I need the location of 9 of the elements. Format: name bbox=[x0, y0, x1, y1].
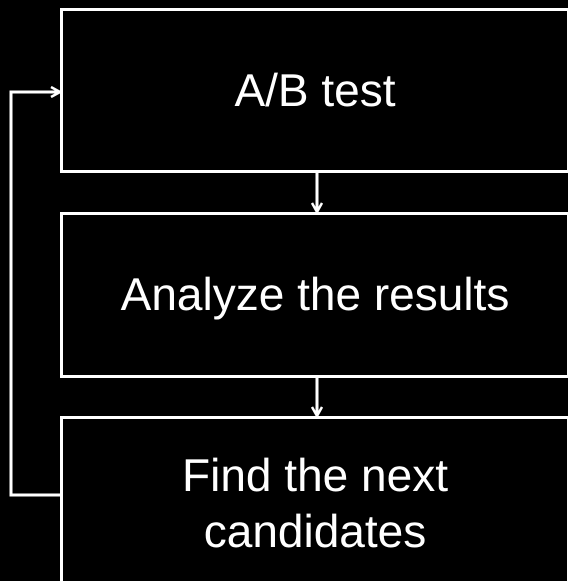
box-label: Find the next candidates bbox=[181, 448, 449, 558]
arrow bbox=[10, 86, 62, 496]
arrow bbox=[310, 378, 324, 418]
process-box bbox=[60, 212, 568, 378]
box-label: A/B test bbox=[233, 62, 397, 118]
box-label: Analyze the results bbox=[120, 267, 510, 322]
process-box bbox=[60, 8, 568, 173]
arrow bbox=[310, 173, 324, 214]
process-box bbox=[60, 416, 568, 581]
